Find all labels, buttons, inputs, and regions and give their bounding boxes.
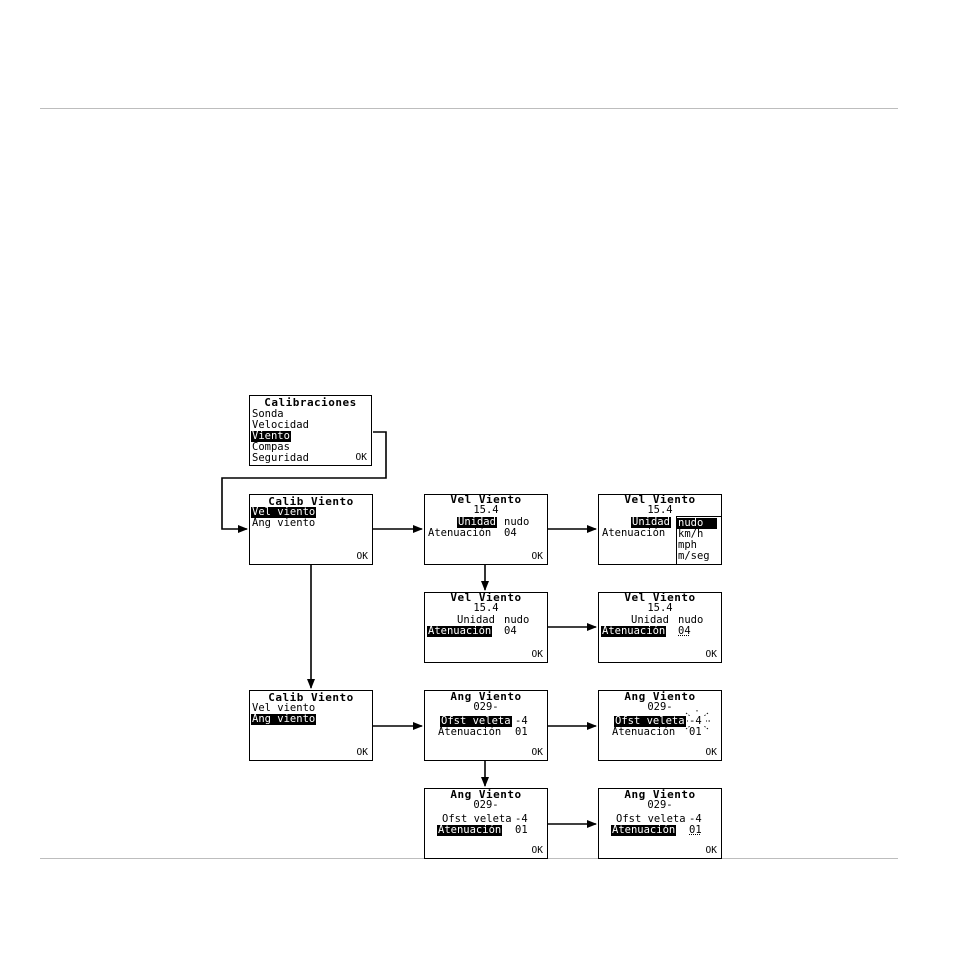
unit-option-mseg[interactable]: m/seg [678,550,710,562]
atenuacion-label[interactable]: Atenuación [438,726,502,738]
screen-ang-viento-atenuacion: Ang Viento 029- Ofst veleta -4 Atenuació… [424,788,548,859]
screen-title: Calib Viento [268,691,354,704]
ok-softkey[interactable]: OK [705,747,717,758]
atenuacion-value: 01 [515,726,528,738]
connector-calibraciones-to-calib-viento [221,431,387,533]
menu-item-velocidad[interactable]: Velocidad [252,419,309,431]
atenuacion-value: 01 [689,726,702,738]
unidad-label[interactable]: Unidad [631,614,669,626]
atenuacion-label[interactable]: Atenuación [612,726,676,738]
menu-item-ang-viento[interactable]: Ang viento [252,517,316,529]
screen-vel-viento-atenuacion: Vel Viento 15.4 Unidad nudo Atenuación 0… [424,592,548,663]
wind-angle-value: 029- [473,701,499,713]
screen-ang-viento-atenuacion-edit: Ang Viento 029- Ofst veleta -4 Atenuació… [598,788,722,859]
unit-option-mph[interactable]: mph [678,539,697,551]
screen-vel-viento-atenuacion-edit: Vel Viento 15.4 Unidad nudo Atenuación 0… [598,592,722,663]
atenuacion-label-selected[interactable]: Atenuación [611,824,677,836]
screen-title: Calib Viento [268,495,354,508]
wind-speed-value: 15.4 [473,504,499,516]
menu-item-seguridad[interactable]: Seguridad [252,452,309,464]
menu-item-ang-viento-selected[interactable]: Ang viento [251,713,317,725]
menu-item-vel-viento[interactable]: Vel viento [252,702,316,714]
top-rule [40,108,898,109]
screen-calib-viento-vel: Calib Viento Vel viento Ang viento OK [249,494,373,565]
ok-softkey[interactable]: OK [705,845,717,856]
unidad-label-selected[interactable]: Unidad [457,516,497,528]
ofst-veleta-label[interactable]: Ofst veleta [616,813,686,825]
screen-title: Ang Viento [624,690,696,703]
menu-item-vel-viento-selected[interactable]: Vel viento [251,506,317,518]
unidad-label-selected[interactable]: Unidad [631,516,671,528]
unidad-value: nudo [504,516,530,528]
screen-ang-viento-ofst-edit: Ang Viento 029- Ofst veleta -4 Atenuació… [598,690,722,761]
unit-dropdown[interactable]: nudo km/h mph m/seg [676,516,721,564]
screen-vel-viento-unit-dropdown: Vel Viento 15.4 Unidad Atenuación nudo k… [598,494,722,565]
screen-title: Ang Viento [624,788,696,801]
ok-softkey[interactable]: OK [705,649,717,660]
ok-softkey[interactable]: OK [531,649,543,660]
ok-softkey[interactable]: OK [356,747,368,758]
ofst-veleta-label[interactable]: Ofst veleta [442,813,512,825]
ofst-veleta-value: -4 [515,715,528,727]
wind-angle-value: 029- [647,799,673,811]
ok-softkey[interactable]: OK [355,452,367,463]
screen-calib-viento-ang: Calib Viento Vel viento Ang viento OK [249,690,373,761]
atenuacion-value: 01 [515,824,528,836]
screen-title: Ang Viento [450,690,522,703]
unit-option-kmh[interactable]: km/h [678,528,704,540]
wind-angle-value: 029- [473,799,499,811]
atenuacion-value-editing[interactable]: 01 [689,824,702,836]
screen-vel-viento-unidad: Vel Viento 15.4 Unidad nudo Atenuación 0… [424,494,548,565]
menu-item-viento-selected[interactable]: Viento [251,430,291,442]
screen-title: Vel Viento [450,592,522,604]
screen-title: Vel Viento [624,494,696,506]
atenuacion-value: 04 [504,527,517,539]
screen-title: Ang Viento [450,788,522,801]
menu-item-compas[interactable]: Compas [252,441,290,453]
ofst-veleta-value-editing[interactable]: -4 [689,715,702,727]
atenuacion-label-selected[interactable]: Atenuación [427,625,493,637]
screen-title: Vel Viento [450,494,522,506]
screen-title: Vel Viento [624,592,696,604]
atenuacion-label[interactable]: Atenuación [602,527,666,539]
wind-speed-value: 15.4 [647,602,673,614]
wind-speed-value: 15.4 [647,504,673,516]
ofst-veleta-value: -4 [689,813,702,825]
wind-speed-value: 15.4 [473,602,499,614]
atenuacion-value-editing[interactable]: 04 [678,625,691,637]
unidad-value: nudo [678,614,704,626]
screen-ang-viento-ofst: Ang Viento 029- Ofst veleta -4 Atenuació… [424,690,548,761]
unidad-label[interactable]: Unidad [457,614,495,626]
ok-softkey[interactable]: OK [356,551,368,562]
atenuacion-value: 04 [504,625,517,637]
ok-softkey[interactable]: OK [531,551,543,562]
atenuacion-label-selected[interactable]: Atenuación [437,824,503,836]
ofst-veleta-label-selected[interactable]: Ofst veleta [614,715,686,727]
screen-calibraciones: Calibraciones Sonda Velocidad Viento Com… [249,395,372,466]
unidad-value: nudo [504,614,530,626]
ofst-veleta-value: -4 [515,813,528,825]
unit-option-nudo-selected[interactable]: nudo [677,518,717,529]
atenuacion-label[interactable]: Atenuación [428,527,492,539]
wind-angle-value: 029- [647,701,673,713]
blink-indicator-icon [684,710,710,730]
ok-softkey[interactable]: OK [531,845,543,856]
atenuacion-label-selected[interactable]: Atenuación [601,625,667,637]
menu-item-sonda[interactable]: Sonda [252,408,284,420]
ofst-veleta-label-selected[interactable]: Ofst veleta [440,715,512,727]
ok-softkey[interactable]: OK [531,747,543,758]
screen-title: Calibraciones [264,396,357,409]
